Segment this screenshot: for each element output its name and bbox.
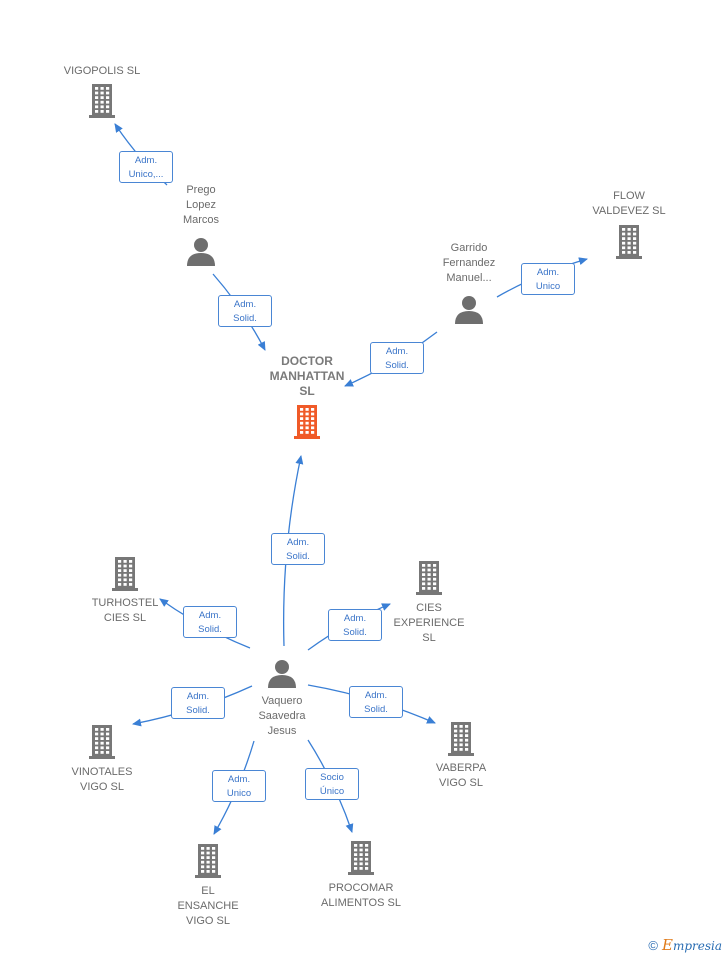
- node-label-turhostel[interactable]: TURHOSTEL CIES SL: [91, 597, 159, 624]
- copyright-symbol: ©: [648, 938, 658, 953]
- edge-label-vaquero-procomar[interactable]: Socio Único: [305, 768, 359, 800]
- node-label-vaquero[interactable]: Vaquero Saavedra Jesus: [258, 695, 306, 737]
- node-label-vigopolis[interactable]: VIGOPOLIS SL: [63, 65, 141, 77]
- node-label-vinotales[interactable]: VINOTALES VIGO SL: [71, 766, 133, 793]
- edge-label-vaquero-doctor[interactable]: Adm. Solid.: [271, 533, 325, 565]
- edge-label-prego-doctor[interactable]: Adm. Solid.: [218, 295, 272, 327]
- node-label-doctor[interactable]: DOCTOR MANHATTAN SL: [269, 354, 345, 398]
- node-label-prego[interactable]: Prego Lopez Marcos: [182, 184, 220, 226]
- brand-footer: ©Empresia: [648, 936, 722, 954]
- building-icon-procomar[interactable]: [348, 841, 374, 875]
- edge-label-garrido-flow[interactable]: Adm. Unico: [521, 263, 575, 295]
- building-icon-ensanche[interactable]: [195, 844, 221, 878]
- brand-name: mpresia: [672, 939, 722, 953]
- edge-label-garrido-doctor[interactable]: Adm. Solid.: [370, 342, 424, 374]
- building-icon-turhostel[interactable]: [112, 557, 138, 591]
- person-icon-prego[interactable]: [187, 238, 215, 266]
- edge-label-vaquero-vinotales[interactable]: Adm. Solid.: [171, 687, 225, 719]
- building-icon-flow[interactable]: [616, 225, 642, 259]
- node-label-procomar[interactable]: PROCOMAR ALIMENTOS SL: [321, 882, 401, 909]
- building-icon-vaberpa[interactable]: [448, 722, 474, 756]
- building-icon-doctor[interactable]: [294, 405, 320, 439]
- edge-label-vaquero-ensanche[interactable]: Adm. Unico: [212, 770, 266, 802]
- building-icon-vinotales[interactable]: [89, 725, 115, 759]
- edge-label-prego-vigopolis[interactable]: Adm. Unico,...: [119, 151, 173, 183]
- person-icon-vaquero[interactable]: [268, 660, 296, 688]
- brand-e: E: [661, 936, 673, 954]
- edge-label-vaquero-vaberpa[interactable]: Adm. Solid.: [349, 686, 403, 718]
- building-icon-vigopolis[interactable]: [89, 84, 115, 118]
- node-label-vaberpa[interactable]: VABERPA VIGO SL: [435, 762, 487, 789]
- edge-label-vaquero-turhostel[interactable]: Adm. Solid.: [183, 606, 237, 638]
- node-label-cies[interactable]: CIES EXPERIENCE SL: [393, 602, 465, 644]
- node-label-ensanche[interactable]: EL ENSANCHE VIGO SL: [177, 885, 239, 927]
- person-icon-garrido[interactable]: [455, 296, 483, 324]
- node-label-flow[interactable]: FLOW VALDEVEZ SL: [592, 190, 666, 217]
- node-label-garrido[interactable]: Garrido Fernandez Manuel...: [442, 242, 496, 284]
- edge-label-vaquero-cies[interactable]: Adm. Solid.: [328, 609, 382, 641]
- building-icon-cies[interactable]: [416, 561, 442, 595]
